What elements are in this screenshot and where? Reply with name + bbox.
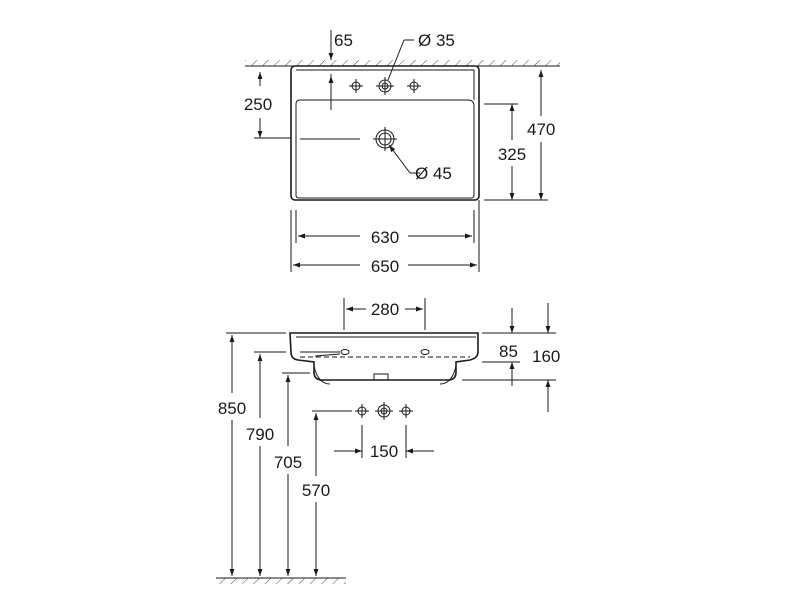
dim-waste-hole: Ø 45 bbox=[388, 144, 452, 183]
dim-bowl-depth: 325 bbox=[484, 103, 526, 200]
dim-total-height-label: 160 bbox=[532, 347, 560, 366]
tap-deck-outline bbox=[296, 69, 475, 100]
dim-tap-depth: 250 bbox=[244, 72, 291, 139]
dim-outer-width-label: 650 bbox=[371, 257, 399, 276]
dim-tap-spacing: 280 bbox=[343, 298, 426, 330]
dim-mount-570-label: 570 bbox=[302, 481, 330, 500]
dim-mount-790-label: 790 bbox=[246, 425, 274, 444]
dim-waste-hole-label: Ø 45 bbox=[415, 164, 452, 183]
dim-total-height: 160 bbox=[532, 303, 560, 412]
dim-tap-offset: 65 bbox=[328, 30, 353, 110]
waste-outlet-icon bbox=[373, 373, 389, 381]
dim-mount-570: 570 bbox=[302, 413, 330, 576]
dim-mount-790: 790 bbox=[246, 351, 286, 576]
tap-holes-elevation bbox=[312, 402, 413, 420]
dim-mount-850: 850 bbox=[218, 332, 286, 576]
dim-outer-width: 650 bbox=[290, 200, 480, 276]
overflow-hole-right-icon bbox=[420, 349, 430, 355]
dim-outer-depth-label: 470 bbox=[527, 120, 555, 139]
tap-hole-right-elev-icon bbox=[399, 404, 413, 418]
floor-hatch bbox=[216, 577, 346, 584]
dim-bowl-depth-label: 325 bbox=[498, 145, 526, 164]
dim-tap-hole: Ø 35 bbox=[387, 31, 455, 81]
dim-tap-spacing-label: 280 bbox=[371, 300, 399, 319]
overflow-hole-left-icon bbox=[340, 349, 350, 355]
side-view: 280 85 160 bbox=[216, 298, 560, 584]
dim-rim-height: 85 bbox=[462, 308, 556, 386]
basin-bowl-outline bbox=[295, 99, 475, 199]
dim-hole-spacing: 150 bbox=[334, 425, 434, 461]
dim-tap-hole-label: Ø 35 bbox=[418, 31, 455, 50]
dim-tap-offset-label: 65 bbox=[334, 31, 353, 50]
dim-mount-705: 705 bbox=[274, 372, 310, 576]
tap-hole-left-icon bbox=[349, 79, 363, 93]
wall-hatch-top bbox=[245, 60, 560, 67]
dim-outer-depth: 470 bbox=[484, 70, 555, 201]
dim-inner-width: 630 bbox=[295, 210, 475, 247]
dim-hole-spacing-label: 150 bbox=[370, 442, 398, 461]
waste-hole-icon bbox=[373, 127, 397, 151]
tap-hole-centre-icon bbox=[376, 77, 394, 95]
dim-rim-height-label: 85 bbox=[499, 342, 518, 361]
top-view: 65 Ø 35 250 470 325 bbox=[244, 30, 560, 276]
dim-tap-depth-label: 250 bbox=[244, 95, 272, 114]
tap-hole-left-elev-icon bbox=[355, 404, 369, 418]
tap-hole-centre-elev-icon bbox=[375, 402, 393, 420]
dim-inner-width-label: 630 bbox=[371, 228, 399, 247]
tap-hole-right-icon bbox=[407, 79, 421, 93]
dim-mount-850-label: 850 bbox=[218, 399, 246, 418]
dim-mount-705-label: 705 bbox=[274, 453, 302, 472]
